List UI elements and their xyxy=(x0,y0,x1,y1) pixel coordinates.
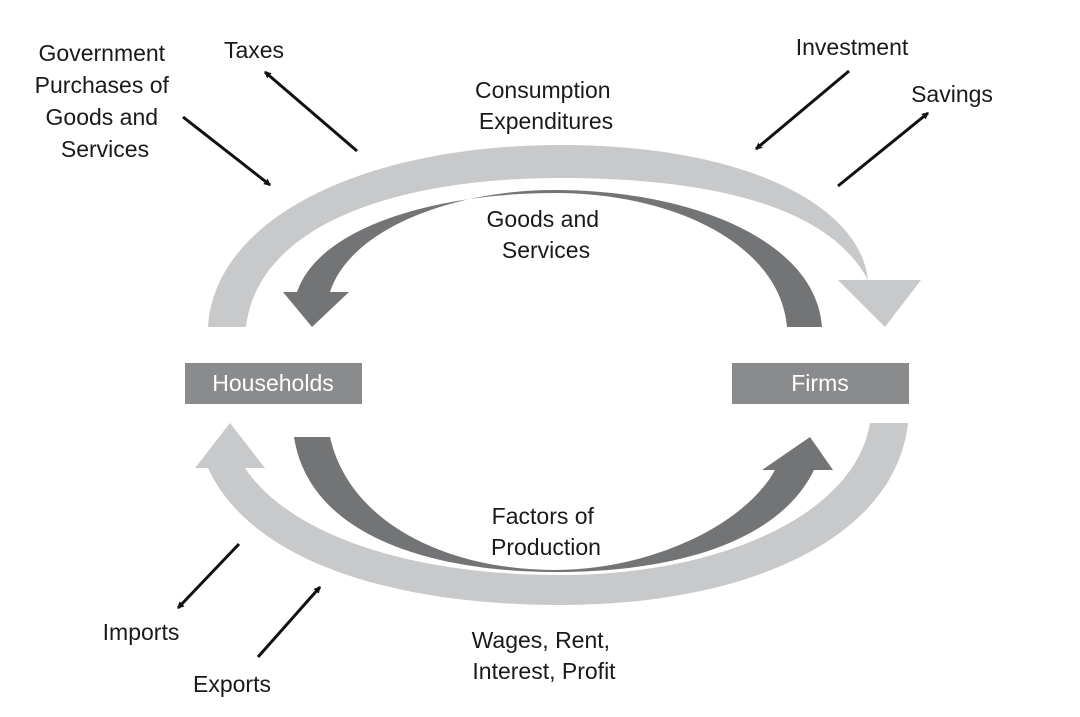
imports-leakage-arrow xyxy=(176,542,241,610)
government-label: Government Purchases of Goods and Servic… xyxy=(35,40,176,162)
income-flow-arrow xyxy=(195,423,908,605)
imports-label: Imports xyxy=(103,619,180,645)
consumption-label: Consumption Expenditures xyxy=(475,77,617,134)
investment-label: Investment xyxy=(796,34,909,60)
factors-flow-arrow xyxy=(294,437,833,572)
exports-injection-arrow xyxy=(256,586,322,658)
goods-services-label: Goods and Services xyxy=(487,206,606,263)
households-label: Households xyxy=(212,370,333,396)
income-label: Wages, Rent, Interest, Profit xyxy=(472,627,617,684)
investment-injection-arrow xyxy=(755,69,850,151)
consumption-flow-arrow xyxy=(208,145,921,327)
factors-label: Factors of Production xyxy=(491,503,601,560)
exports-label: Exports xyxy=(193,671,271,697)
firms-box xyxy=(732,363,909,404)
taxes-leakage-arrow xyxy=(264,70,358,153)
taxes-label: Taxes xyxy=(224,37,284,63)
government-injection-arrow xyxy=(182,115,271,187)
savings-leakage-arrow xyxy=(837,111,929,188)
firms-label: Firms xyxy=(791,370,848,396)
households-box xyxy=(185,363,362,404)
savings-label: Savings xyxy=(911,81,993,107)
